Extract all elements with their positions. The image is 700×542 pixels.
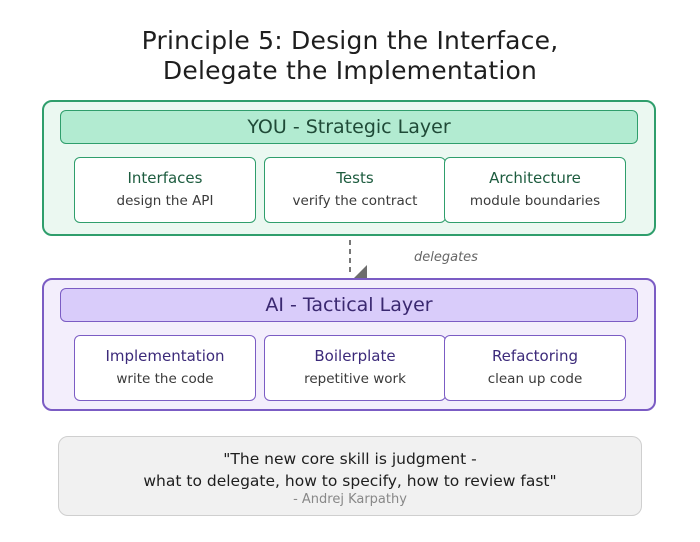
- quote-box: "The new core skill is judgment - what t…: [58, 436, 642, 516]
- delegates-arrow-head: [350, 265, 367, 282]
- card-title: Architecture: [489, 169, 581, 187]
- card-tests: Tests verify the contract: [264, 157, 446, 223]
- quote-line-2: what to delegate, how to specify, how to…: [143, 472, 557, 490]
- card-implementation: Implementation write the code: [74, 335, 256, 401]
- card-subtitle: verify the contract: [292, 193, 418, 209]
- card-subtitle: clean up code: [487, 371, 583, 387]
- card-subtitle: repetitive work: [304, 371, 406, 387]
- strategic-layer: YOU - Strategic Layer Interfaces design …: [42, 100, 656, 236]
- card-title: Refactoring: [491, 347, 579, 365]
- card-subtitle: module boundaries: [469, 193, 601, 209]
- quote-author: - Andrej Karpathy: [293, 492, 407, 507]
- card-title: Implementation: [105, 347, 225, 365]
- delegates-arrow: [349, 240, 367, 282]
- tactical-layer: AI - Tactical Layer Implementation write…: [42, 278, 656, 411]
- quote-line-1: "The new core skill is judgment -: [223, 450, 477, 468]
- card-architecture: Architecture module boundaries: [444, 157, 626, 223]
- card-subtitle: write the code: [116, 371, 214, 387]
- diagram-title-line-1: Principle 5: Design the Interface,: [141, 26, 559, 55]
- card-refactoring: Refactoring clean up code: [444, 335, 626, 401]
- card-boilerplate: Boilerplate repetitive work: [264, 335, 446, 401]
- card-subtitle: design the API: [116, 193, 214, 209]
- delegates-label: delegates: [414, 250, 478, 265]
- tactical-layer-header: AI - Tactical Layer: [60, 288, 638, 322]
- card-title: Boilerplate: [314, 347, 396, 365]
- strategic-layer-header: YOU - Strategic Layer: [60, 110, 638, 144]
- card-title: Interfaces: [127, 169, 203, 187]
- card-title: Tests: [336, 169, 374, 187]
- diagram-title-line-2: Delegate the Implementation: [162, 56, 538, 85]
- card-interfaces: Interfaces design the API: [74, 157, 256, 223]
